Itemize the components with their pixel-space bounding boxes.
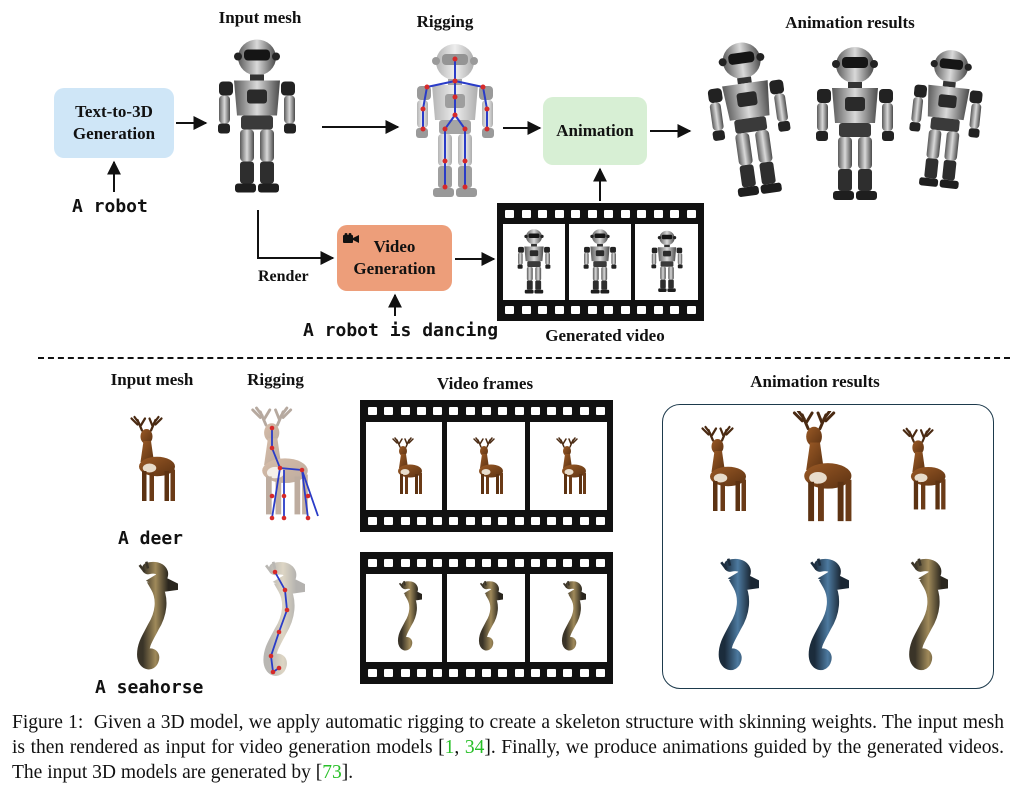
- citation-link-34[interactable]: 34: [464, 737, 485, 758]
- deer-result-1: [701, 425, 748, 513]
- deer-rigged-skeleton: [251, 406, 319, 521]
- deer-video-frames-filmstrip: [360, 400, 613, 532]
- seahorse-rigged-skeleton: [245, 560, 305, 685]
- caption-sep: ,: [454, 737, 465, 758]
- deer-frame-1-image: [392, 437, 423, 495]
- top-input-mesh-title: Input mesh: [218, 8, 302, 27]
- seahorse-label: A seahorse: [95, 677, 204, 698]
- figure-caption: Figure 1: Given a 3D model, we apply aut…: [12, 710, 1004, 785]
- seahorse-input-mesh: [118, 560, 178, 678]
- text-to-3d-generation-box: Text-to-3D Generation: [54, 88, 174, 158]
- video-generation-line2: Generation: [353, 259, 436, 278]
- generated-video-label: Generated video: [545, 326, 665, 345]
- top-rigging-title: Rigging: [416, 12, 474, 31]
- seahorse-frame-1: [366, 574, 442, 662]
- deer-input-mesh: [130, 415, 177, 503]
- seahorse-result-1: [701, 557, 759, 679]
- caption-text-2: ]. Finally, we produce animations guided…: [12, 737, 1004, 783]
- bottom-video-frames-title: Video frames: [436, 374, 534, 393]
- prompt-robot-dancing: A robot is dancing: [303, 320, 499, 341]
- bottom-input-mesh-title: Input mesh: [110, 370, 194, 389]
- camera-icon: [343, 233, 359, 243]
- deer-frame-3: [530, 422, 607, 510]
- generated-video-filmstrip: [497, 203, 704, 321]
- animation-box: Animation: [543, 97, 647, 165]
- seahorse-frame-2: [447, 574, 525, 662]
- caption-text-3: ].: [341, 762, 354, 783]
- deer-frame-2: [447, 422, 525, 510]
- deer-result-3: [902, 427, 947, 511]
- animation-results-panel: [662, 404, 994, 689]
- text-to-3d-line1: Text-to-3D: [75, 102, 153, 121]
- seahorse-frame-1-image: [366, 574, 442, 662]
- video-frame-1: [503, 224, 565, 300]
- video-frame-3: [635, 224, 698, 300]
- video-frame-2: [569, 224, 631, 300]
- deer-frame-3-image: [556, 437, 587, 495]
- seahorse-frame-3-image: [530, 574, 607, 662]
- deer-label: A deer: [118, 528, 184, 549]
- deer-result-2: [792, 411, 853, 523]
- text-to-3d-line2: Generation: [72, 124, 156, 143]
- bottom-rigging-title: Rigging: [247, 370, 304, 389]
- section-divider: [38, 357, 1010, 359]
- video-generation-box: Video Generation: [337, 225, 452, 291]
- seahorse-frame-2-image: [447, 574, 525, 662]
- seahorse-result-2: [791, 557, 849, 679]
- render-label: Render: [258, 268, 309, 285]
- animation-label: Animation: [556, 121, 634, 140]
- prompt-robot: A robot: [72, 196, 148, 217]
- caption-text-1: Given a 3D model, we apply automatic rig…: [12, 712, 1004, 758]
- caption-prefix: Figure 1:: [12, 712, 84, 733]
- bottom-animation-results-title: Animation results: [750, 372, 880, 391]
- video-generation-line1: Video: [373, 237, 416, 256]
- flow-arrows: [107, 116, 692, 316]
- robot-rigged-skeleton: [405, 37, 505, 207]
- top-animation-results-title: Animation results: [785, 13, 915, 32]
- seahorse-result-3: [893, 557, 948, 679]
- deer-frame-2-image: [473, 437, 504, 495]
- arrow-mesh-render: [257, 210, 335, 265]
- citation-link-1[interactable]: 1: [444, 737, 455, 758]
- deer-frame-1: [366, 422, 442, 510]
- citation-link-73[interactable]: 73: [322, 762, 342, 783]
- seahorse-video-frames-filmstrip: [360, 552, 613, 684]
- seahorse-frame-3: [530, 574, 607, 662]
